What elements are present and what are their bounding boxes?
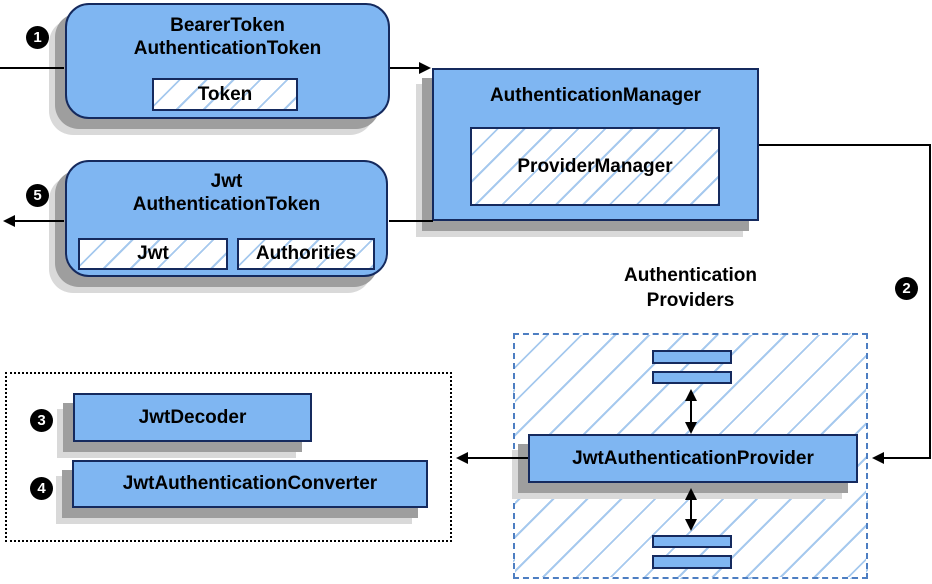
token-chip-label: Token	[197, 83, 253, 105]
jwt-authentication-converter-label: JwtAuthenticationConverter	[122, 473, 378, 494]
jwt-authentication-converter-node: JwtAuthenticationConverter	[72, 460, 428, 508]
jwt-chip: Jwt	[78, 238, 228, 270]
authentication-providers-label-line2: Providers	[646, 290, 735, 311]
step-badge-2: 2	[895, 277, 918, 300]
jwt-token-title-line1: Jwt	[210, 171, 243, 192]
manager-to-provider-arrowhead-icon	[872, 452, 884, 464]
bearer-token-title-line2: AuthenticationToken	[133, 38, 322, 59]
authorities-chip: Authorities	[237, 238, 375, 270]
jwt-decoder-node: JwtDecoder	[73, 393, 312, 442]
jwt-authentication-provider-node: JwtAuthenticationProvider	[528, 434, 858, 483]
step-badge-1: 1	[26, 26, 49, 49]
provider-placeholder-bar	[652, 555, 732, 569]
token-chip: Token	[152, 78, 298, 111]
authentication-manager-title: AuthenticationManager	[489, 85, 702, 106]
provider-placeholder-bar	[652, 350, 732, 364]
bearer-token-title-line1: BearerToken	[170, 15, 285, 36]
authentication-manager-node: AuthenticationManager ProviderManager	[432, 68, 759, 221]
step-badge-3: 3	[30, 409, 53, 432]
token-to-manager-arrowhead-icon	[419, 62, 431, 74]
provider-placeholder-bar	[652, 371, 732, 384]
provider-manager-chip: ProviderManager	[470, 127, 720, 206]
authentication-providers-label-line1: Authentication	[624, 265, 757, 286]
jwt-token-title-line2: AuthenticationToken	[132, 194, 321, 215]
provider-manager-chip-label: ProviderManager	[517, 155, 673, 177]
jwt-authentication-provider-label: JwtAuthenticationProvider	[572, 447, 814, 469]
step-badge-5: 5	[26, 184, 49, 207]
jwt-token-outgoing-arrowhead-icon	[3, 215, 15, 227]
step-badge-4: 4	[30, 477, 53, 500]
authentication-providers-label: Authentication Providers	[513, 263, 868, 313]
provider-to-decoder-arrowhead-icon	[456, 452, 468, 464]
authorities-chip-label: Authorities	[255, 243, 357, 264]
bearer-token-authentication-token-node: BearerToken AuthenticationToken Token	[65, 3, 390, 119]
jwt-decoder-label: JwtDecoder	[138, 406, 247, 428]
jwt-chip-label: Jwt	[137, 243, 169, 264]
jwt-authentication-token-node: Jwt AuthenticationToken Jwt Authorities	[65, 160, 388, 277]
provider-placeholder-bar	[652, 535, 732, 548]
